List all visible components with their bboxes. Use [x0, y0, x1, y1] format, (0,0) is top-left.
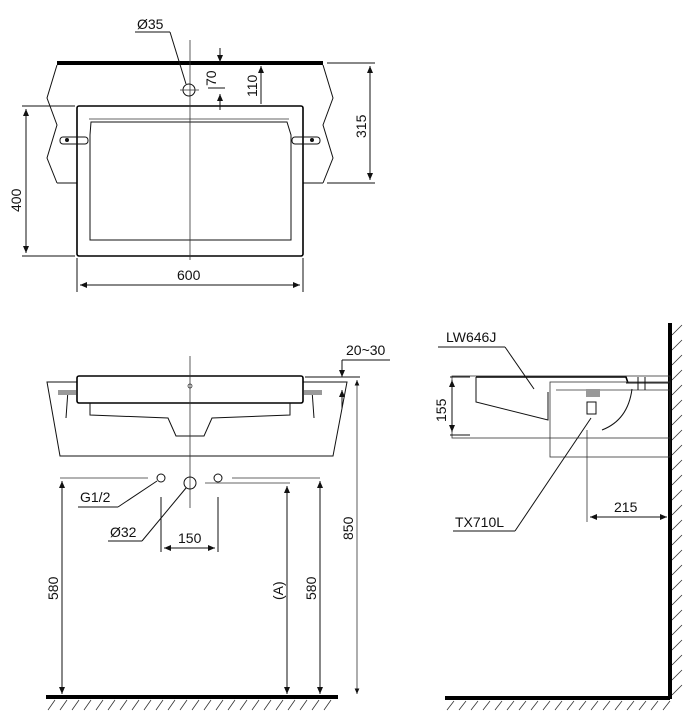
- counter-thickness-dim: 20~30: [346, 342, 386, 358]
- mount-depth-dim: 315: [353, 114, 369, 138]
- basin-height-dim: 155: [433, 398, 449, 422]
- width-dim: 600: [177, 267, 201, 283]
- supply-height-left-dim: 580: [45, 576, 61, 600]
- supply-thread-label: G1/2: [80, 489, 111, 505]
- total-height-dim: 850: [340, 516, 356, 540]
- top-view: Ø35 70 110 315 400 600: [8, 16, 375, 292]
- front-view: 20~30 G1/2 Ø32 150 580 (A) 580 850: [45, 342, 390, 711]
- depth-dim: 400: [8, 188, 24, 212]
- basin-model-label: LW646J: [446, 329, 496, 345]
- wall-hatch: [671, 324, 683, 696]
- wall-to-basin-dim: 110: [244, 74, 260, 97]
- floor-hatch-side: [446, 700, 671, 711]
- hole-offset-dim: 70: [203, 70, 219, 86]
- drain-from-wall-dim: 215: [614, 499, 638, 515]
- hole-diameter-label: Ø35: [137, 16, 164, 32]
- fitting-model-label: TX710L: [455, 514, 504, 530]
- drain-diameter-label: Ø32: [110, 524, 137, 540]
- drain-height-dim: (A): [270, 581, 286, 600]
- supply-height-right-dim: 580: [303, 576, 319, 600]
- floor-hatch: [47, 699, 332, 711]
- side-view: 155 LW646J TX710L 215: [433, 323, 683, 711]
- supply-spacing-dim: 150: [178, 530, 202, 546]
